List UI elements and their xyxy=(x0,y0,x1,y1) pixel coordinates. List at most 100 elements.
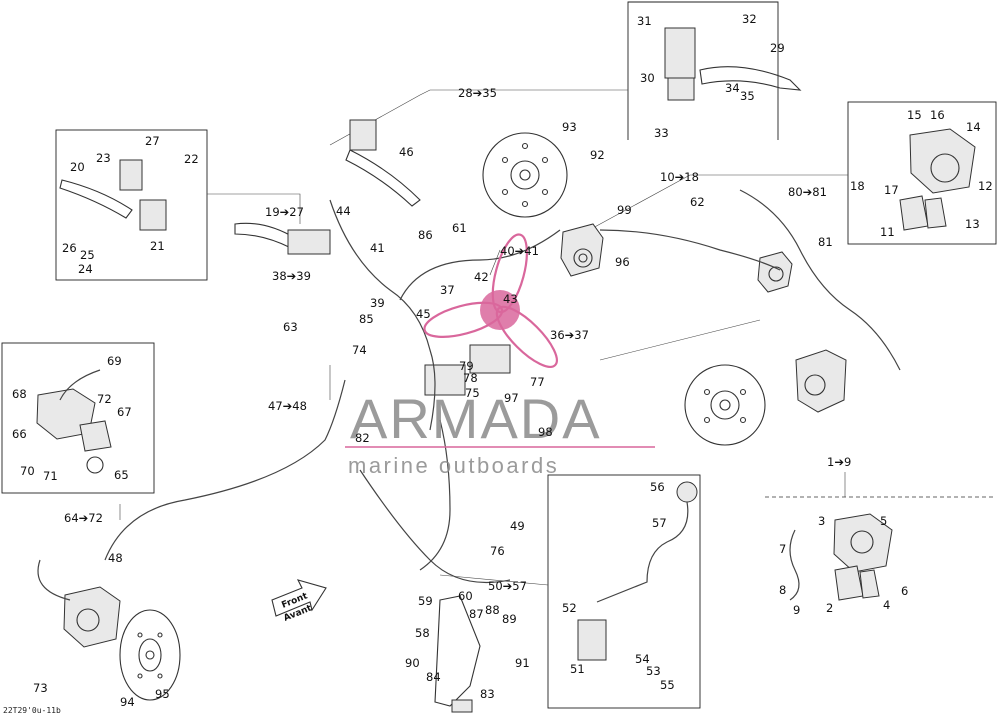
callout: 41 xyxy=(370,241,385,255)
callout: 40➔41 xyxy=(500,244,539,258)
callout: 22 xyxy=(184,152,199,166)
callout: 25 xyxy=(80,248,95,262)
callout: 98 xyxy=(538,425,553,439)
watermark-brand: ARMADA xyxy=(350,387,602,450)
callout: 30 xyxy=(640,71,655,85)
callout: 50➔57 xyxy=(488,579,527,593)
callout: 20 xyxy=(70,160,85,174)
brake-lines xyxy=(37,189,901,601)
callout: 93 xyxy=(562,120,577,134)
callout: 56 xyxy=(650,480,665,494)
callout: 46 xyxy=(399,145,414,159)
callout: 3 xyxy=(818,514,825,528)
caliper-mid xyxy=(757,251,793,293)
callout: 96 xyxy=(615,255,630,269)
callout: 33 xyxy=(654,126,669,140)
callout: 77 xyxy=(530,375,545,389)
callout: 80➔81 xyxy=(788,185,827,199)
callout: 90 xyxy=(405,656,420,670)
callout: 75 xyxy=(465,386,480,400)
callout: 39 xyxy=(370,296,385,310)
callout: 2 xyxy=(826,601,833,615)
callout: 27 xyxy=(145,134,160,148)
callout: 66 xyxy=(12,427,27,441)
caliper-inset-bottom-right xyxy=(833,513,893,601)
callout: 26 xyxy=(62,241,77,255)
callout: 55 xyxy=(660,678,675,692)
callout: 47➔48 xyxy=(268,399,307,413)
callout: 71 xyxy=(43,469,58,483)
callout: 57 xyxy=(652,516,667,530)
callout: 94 xyxy=(120,695,135,709)
callout: 72 xyxy=(97,392,112,406)
armada-logo-icon xyxy=(423,233,558,368)
master-cylinder-left-inset xyxy=(59,159,167,231)
brake-disc-rear xyxy=(119,609,181,701)
callout: 58 xyxy=(415,626,430,640)
callout: 76 xyxy=(490,544,505,558)
callout: 13 xyxy=(965,217,980,231)
callout: 89 xyxy=(502,612,517,626)
callout: 38➔39 xyxy=(272,269,311,283)
callout: 8 xyxy=(779,583,786,597)
callout: 18 xyxy=(850,179,865,193)
callout: 62 xyxy=(690,195,705,209)
drawing-code: 22T29'0u-11b xyxy=(3,706,61,715)
callout: 34 xyxy=(725,81,740,95)
caliper-inset-left xyxy=(36,388,112,474)
handlebar-lever-left xyxy=(234,222,331,255)
master-cylinder-top-inset xyxy=(664,27,802,101)
callout: 6 xyxy=(901,584,908,598)
callout: 24 xyxy=(78,262,93,276)
callout: 48 xyxy=(108,551,123,565)
callout: 86 xyxy=(418,228,433,242)
callout: 49 xyxy=(510,519,525,533)
callout: 91 xyxy=(515,656,530,670)
callout: 35 xyxy=(740,89,755,103)
callout: 37 xyxy=(440,283,455,297)
watermark-tagline: marine outboards xyxy=(348,453,559,478)
callout: 83 xyxy=(480,687,495,701)
callout: 73 xyxy=(33,681,48,695)
brake-disc-front-top xyxy=(482,132,568,218)
callout: 51 xyxy=(570,662,585,676)
callout: 14 xyxy=(966,120,981,134)
callout: 53 xyxy=(646,664,661,678)
callout: 79 xyxy=(459,359,474,373)
callout: 65 xyxy=(114,468,129,482)
brake-disc-front-right xyxy=(684,364,766,446)
callout: 67 xyxy=(117,405,132,419)
callout: 61 xyxy=(452,221,467,235)
callout: 95 xyxy=(155,687,170,701)
callout: 32 xyxy=(742,12,757,26)
callout: 42 xyxy=(474,270,489,284)
callout: 45 xyxy=(416,307,431,321)
callout: 44 xyxy=(336,204,351,218)
callout: 64➔72 xyxy=(64,511,103,525)
callout: 81 xyxy=(818,235,833,249)
callout: 97 xyxy=(504,391,519,405)
callout: 74 xyxy=(352,343,367,357)
callout: 28➔35 xyxy=(458,86,497,100)
abs-module xyxy=(424,344,511,396)
callout: 69 xyxy=(107,354,122,368)
callout: 11 xyxy=(880,225,895,239)
callout: 63 xyxy=(283,320,298,334)
callout: 12 xyxy=(978,179,993,193)
caliper-right xyxy=(795,349,847,413)
front-direction-arrow: Front Avant xyxy=(271,579,327,624)
callout: 82 xyxy=(355,431,370,445)
caliper-inset-right xyxy=(899,128,976,231)
callout: 1➔9 xyxy=(827,455,851,469)
armada-watermark: ARMADA marine outboards xyxy=(345,233,655,478)
callout: 4 xyxy=(883,598,890,612)
caliper-top xyxy=(560,223,604,277)
callout: 54 xyxy=(635,652,650,666)
callout: 78 xyxy=(463,371,478,385)
brake-pedal xyxy=(434,595,481,713)
callout: 9 xyxy=(793,603,800,617)
callout: 85 xyxy=(359,312,374,326)
callout: 88 xyxy=(485,603,500,617)
callout-labels: 31 32 29 30 34 35 33 93 92 28➔35 10➔18 8… xyxy=(12,12,993,709)
